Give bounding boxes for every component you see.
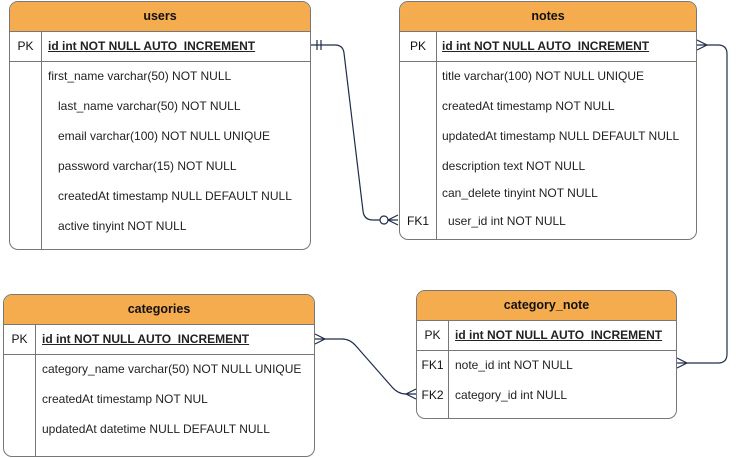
key-divider-categories [35, 325, 36, 456]
field-categories-name: category_name varchar(50) NOT NULL UNIQU… [42, 362, 302, 376]
entity-users[interactable]: users PK id int NOT NULL AUTO_INCREMENT … [9, 1, 311, 250]
edge-notes-category-note [676, 39, 728, 369]
entity-title-users: users [10, 2, 310, 32]
entity-title-category-note: category_note [417, 291, 676, 321]
pk-label-category-note: PK [424, 328, 441, 342]
field-notes-description: description text NOT NULL [442, 159, 586, 173]
pk-row-users: PK id int NOT NULL AUTO_INCREMENT [10, 32, 310, 62]
field-users-email: email varchar(100) NOT NULL UNIQUE [58, 129, 271, 143]
edge-categories-category-note [314, 333, 417, 400]
field-notes-created-at: createdAt timestamp NOT NULL [442, 99, 615, 113]
field-notes-can-delete: can_delete tinyint NOT NULL [442, 186, 598, 200]
entity-categories[interactable]: categories PK id int NOT NULL AUTO_INCRE… [3, 294, 315, 457]
field-users-last-name: last_name varchar(50) NOT NULL [58, 99, 241, 113]
field-notes-title: title varchar(100) NOT NULL UNIQUE [442, 69, 645, 83]
field-users-password: password varchar(15) NOT NULL [58, 159, 237, 173]
entity-notes[interactable]: notes PK id int NOT NULL AUTO_INCREMENT … [399, 1, 697, 240]
entity-title-categories: categories [4, 295, 314, 325]
field-users-active: active tinyint NOT NULL [58, 219, 187, 233]
pk-label-categories: PK [11, 332, 28, 346]
key-divider-notes [436, 32, 437, 239]
field-users-first-name: first_name varchar(50) NOT NULL [48, 69, 232, 83]
pk-field-notes: id int NOT NULL AUTO_INCREMENT [442, 39, 650, 53]
pk-row-category-note: PK id int NOT NULL AUTO_INCREMENT [417, 321, 676, 351]
fk1-label-category-note: FK1 [421, 358, 444, 372]
field-category-note-note-id: note_id int NOT NULL [455, 358, 573, 372]
edge-users-notes [311, 40, 399, 226]
field-users-created-at: createdAt timestamp NULL DEFAULT NULL [58, 189, 292, 203]
entity-title-notes: notes [400, 2, 696, 32]
pk-label-notes: PK [409, 39, 426, 53]
pk-row-notes: PK id int NOT NULL AUTO_INCREMENT [400, 32, 696, 62]
key-divider-category-note [448, 321, 449, 418]
entity-category-note[interactable]: category_note PK id int NOT NULL AUTO_IN… [416, 290, 677, 419]
pk-row-categories: PK id int NOT NULL AUTO_INCREMENT [4, 325, 314, 355]
field-category-note-category-id: category_id int NULL [455, 388, 568, 402]
field-notes-updated-at: updatedAt timestamp NULL DEFAULT NULL [442, 129, 680, 143]
key-divider-users [41, 32, 42, 249]
field-notes-user-id: user_id int NOT NULL [448, 214, 566, 228]
field-categories-updated-at: updatedAt datetime NULL DEFAULT NULL [42, 422, 270, 436]
fk2-label-category-note: FK2 [421, 388, 444, 402]
pk-label-users: PK [17, 39, 34, 53]
pk-field-users: id int NOT NULL AUTO_INCREMENT [48, 39, 256, 53]
fk-label-notes: FK1 [406, 214, 429, 228]
field-categories-created-at: createdAt timestamp NOT NUL [42, 392, 208, 406]
pk-field-categories: id int NOT NULL AUTO_INCREMENT [42, 332, 250, 346]
pk-field-category-note: id int NOT NULL AUTO_INCREMENT [455, 328, 663, 342]
